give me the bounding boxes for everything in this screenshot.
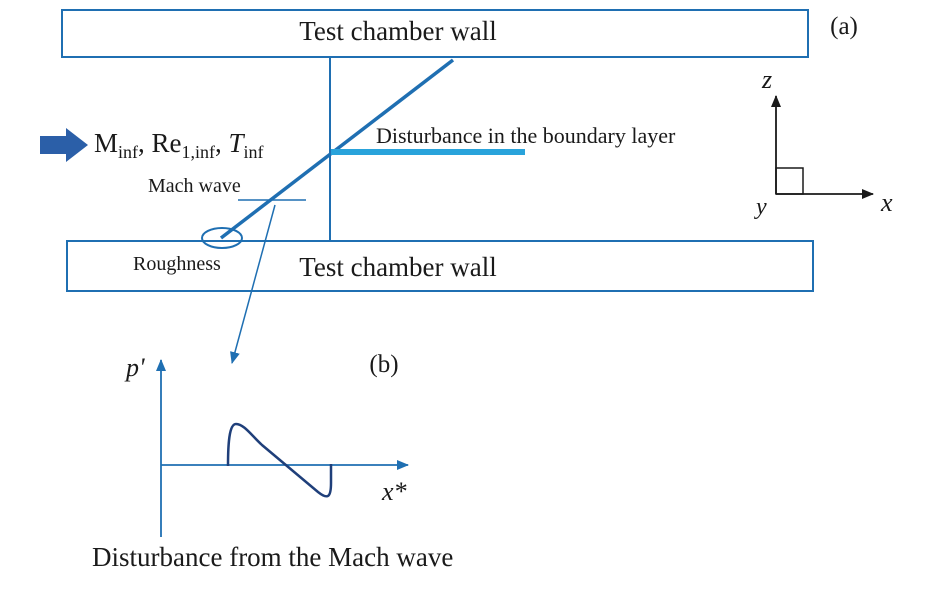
panel-a: Test chamber wall (a) Test chamber wall …: [40, 9, 893, 364]
mach-symbol: M: [94, 128, 118, 158]
reynolds-subscript: 1,inf: [182, 142, 216, 162]
x-axis-label: x: [880, 188, 893, 217]
bottom-wall: Test chamber wall: [66, 240, 814, 292]
z-axis-label: z: [761, 65, 772, 94]
panel-b-caption: Disturbance from the Mach wave: [92, 542, 453, 572]
roughness-label: Roughness: [133, 253, 221, 275]
top-wall: Test chamber wall: [61, 9, 809, 58]
panel-b: (b) p' x* Disturbance from the Mach wave: [92, 351, 453, 572]
pressure-axis-label: p': [124, 353, 145, 382]
panel-a-label: (a): [830, 13, 858, 40]
y-axis-label: y: [754, 194, 767, 220]
roughness-ellipse: [201, 227, 243, 249]
coordinate-axes: z x y: [754, 65, 893, 220]
mach-wave-pointer-arrow: [230, 204, 276, 364]
position-axis-label: x*: [381, 477, 407, 506]
panel-b-label: (b): [369, 351, 398, 378]
temperature-symbol: T: [229, 128, 246, 158]
flow-comma-2: ,: [215, 128, 229, 158]
pressure-disturbance-curve: [226, 422, 333, 498]
top-wall-rect: [61, 9, 809, 58]
top-wall-label: Test chamber wall: [299, 16, 497, 46]
reynolds-symbol: Re: [152, 128, 182, 158]
right-angle-marker: [775, 167, 804, 195]
bottom-wall-label: Test chamber wall: [299, 252, 497, 282]
temperature-subscript: inf: [244, 142, 264, 162]
disturbance-label: Disturbance in the boundary layer: [376, 123, 676, 148]
flow-conditions-label: Minf, Re1,inf, Tinf: [94, 128, 264, 162]
mach-subscript: inf: [118, 142, 138, 162]
flow-arrow-icon: [40, 128, 88, 162]
mach-wave-label: Mach wave: [148, 175, 241, 197]
flow-comma-1: ,: [138, 128, 152, 158]
bottom-wall-rect: [66, 240, 814, 292]
